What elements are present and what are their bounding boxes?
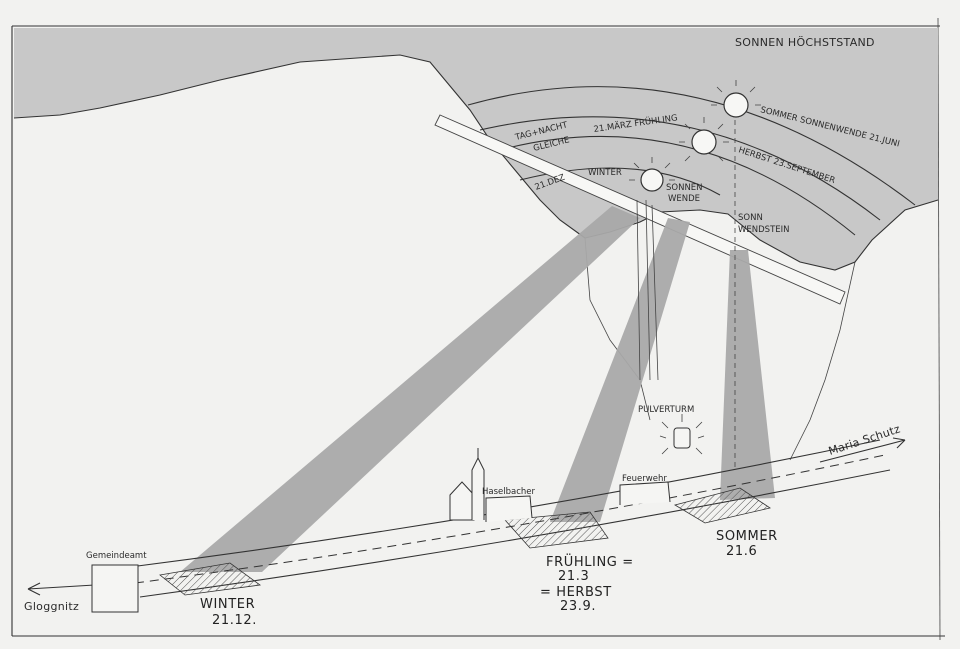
- sonnwendstein-label-2: WENDSTEIN: [738, 225, 790, 235]
- solstice-label-1: SONNEN: [666, 183, 703, 193]
- sonnwendstein-label-1: SONN: [738, 213, 763, 223]
- summer-sun-icon: [711, 80, 761, 118]
- mountain-ridge: [584, 199, 939, 271]
- pulverturm-label: PULVERTURM: [638, 405, 694, 415]
- spring-footprint: [504, 511, 609, 549]
- autumn-season-label: = HERBST: [540, 585, 612, 600]
- summer-season-label: SOMMER: [716, 529, 778, 544]
- gloggnitz-label: Gloggnitz: [24, 600, 79, 613]
- pulverturm-tower-icon: [659, 414, 705, 455]
- autumn-season-date: 23.9.: [560, 599, 596, 614]
- winter-sun-icon: [629, 157, 675, 192]
- summer-arc: [467, 86, 916, 206]
- road-centerline: [134, 454, 886, 584]
- summer-season-date: 21.6: [726, 544, 757, 559]
- autumn-sun-icon: [679, 117, 729, 162]
- solstice-label-2: WENDE: [668, 194, 700, 204]
- winter-season-date: 21.12.: [212, 613, 257, 628]
- winter-season-label: WINTER: [200, 597, 255, 612]
- feuerwehr-label: Feuerwehr: [622, 474, 667, 484]
- church-building: [449, 448, 485, 521]
- frame-right: [937, 17, 941, 641]
- road-east-arrow: [819, 437, 906, 463]
- haselbacher-label: Haselbacher: [482, 487, 536, 497]
- gemeindeamt-building: [91, 564, 139, 613]
- summer-footprint: [673, 487, 771, 524]
- spring-season-label: FRÜHLING =: [546, 553, 634, 570]
- spring-arc: [499, 136, 856, 236]
- valley-slope: [584, 237, 856, 461]
- title-label: SONNEN HÖCHSTSTAND: [735, 36, 875, 49]
- winter-beam: [180, 206, 640, 572]
- sun-vertical-lines: [636, 199, 659, 381]
- haselbacher-building: [485, 495, 533, 522]
- summer-beam: [720, 250, 775, 500]
- hill-outline: [13, 54, 586, 239]
- feuerwehr-building: [619, 481, 671, 505]
- sky-area: [14, 28, 938, 270]
- spring-season-date: 21.3: [558, 569, 589, 584]
- winter-arc-label: WINTER: [588, 168, 622, 178]
- winter-footprint: [159, 562, 262, 596]
- autumn-arc: [479, 116, 881, 221]
- gemeindeamt-label: Gemeindeamt: [86, 551, 147, 561]
